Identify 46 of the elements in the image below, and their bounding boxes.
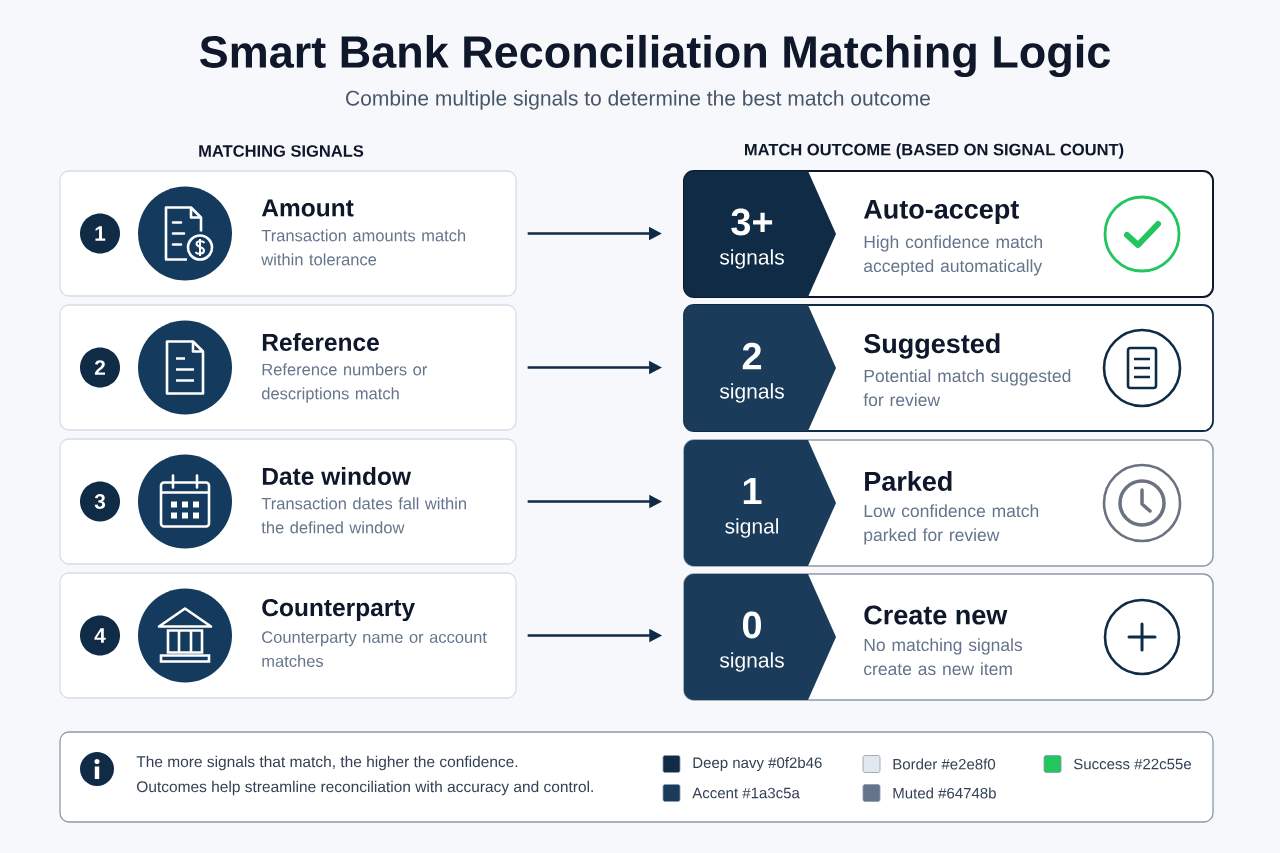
card-description: No matching signals create as new item — [864, 638, 1023, 676]
card-description: Counterparty name or account matches — [262, 631, 487, 667]
card-title: Amount — [261, 199, 354, 217]
info-panel — [59, 731, 1214, 823]
legend-label: Muted #64748b — [893, 787, 996, 799]
outcome-card — [683, 439, 1214, 567]
card-title: Suggested — [864, 333, 1000, 359]
legend-label: Accent #1a3c5a — [692, 787, 800, 799]
signal-card — [59, 438, 517, 565]
note-text: Outcomes help streamline reconciliation with accuracy and control. — [137, 780, 593, 796]
subtitle: Combine multiple signals to determine the best match outcome — [346, 90, 930, 110]
card-title: Counterparty — [262, 598, 415, 622]
card-description: High confidence match accepted automatically — [864, 235, 1043, 276]
number-badge: 2 — [80, 347, 120, 388]
signal-unit: signals — [719, 249, 784, 269]
card-title: Auto-accept — [863, 199, 1019, 225]
card-title: Parked — [865, 471, 952, 491]
signal-card — [59, 170, 517, 297]
card-description: Reference numbers or descriptions match — [261, 363, 428, 403]
legend-label: Success #22c55e — [1073, 758, 1191, 770]
card-description: Low confidence match parked for review — [864, 504, 1039, 545]
card-title: Date window — [262, 467, 412, 485]
card-title: Create new — [864, 605, 1008, 625]
number-badge: 1 — [80, 213, 120, 254]
card-description: Potential match suggested for review — [863, 369, 1071, 407]
signal-unit: signal — [725, 518, 779, 538]
card-description: Transaction dates fall within the defined window — [261, 497, 466, 534]
number-badge: 4 — [80, 615, 120, 656]
card-title: Reference — [262, 333, 379, 351]
note-text: The more signals that match, the higher the confidence. — [136, 755, 518, 771]
signal-count: 0 — [742, 611, 761, 639]
legend-label: Border #e2e8f0 — [893, 758, 996, 770]
signal-card — [59, 572, 517, 699]
number-badge: 3 — [80, 481, 120, 522]
signal-count: 2 — [742, 342, 762, 370]
title: Smart Bank Reconciliation Matching Logic — [200, 34, 1111, 78]
outcome-card — [683, 573, 1214, 701]
legend-label: Deep navy #0f2b46 — [693, 757, 822, 771]
outcome-card — [683, 304, 1214, 432]
outcome-card — [683, 170, 1214, 298]
signal-card — [59, 304, 517, 431]
signal-unit: signals — [719, 383, 784, 403]
signal-unit: signals — [719, 652, 784, 672]
signal-count: 1 — [743, 477, 762, 505]
card-description: Transaction amounts match within tolerance — [261, 229, 466, 266]
signal-count: 3+ — [731, 208, 773, 236]
